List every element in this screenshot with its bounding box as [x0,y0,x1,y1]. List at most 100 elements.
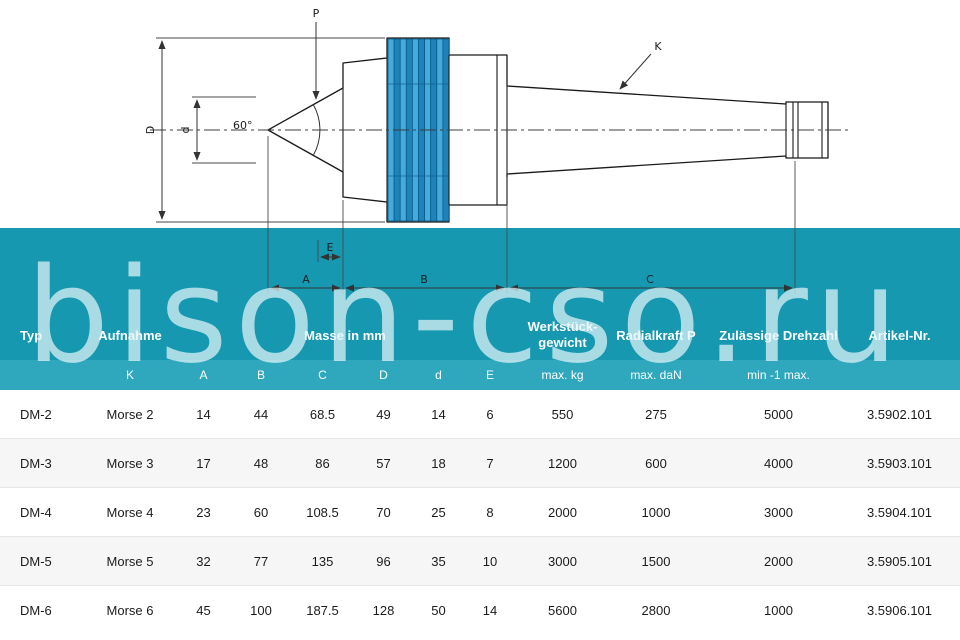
cell-b: 48 [253,455,269,471]
cell-drehzahl: 3000 [764,504,793,520]
cell-artikel: 3.5906.101 [866,602,933,618]
cell-aufnahme: Morse 3 [106,455,154,471]
subheader-cell-e: E [485,368,494,382]
cell-aufnahme: Morse 6 [106,602,154,618]
knurl-grip [387,38,450,222]
cell-e: 14 [482,602,498,618]
cell-max-kg: 5600 [548,602,577,618]
cell-artikel: 3.5904.101 [866,504,933,520]
spec-row-dm-5: DM-5 Morse 5 32 77 135 96 35 10 3000 150… [0,536,960,585]
cell-drehzahl: 5000 [764,406,793,422]
header-cell-werkstueckgewicht: Werkstück- gewicht [515,310,610,360]
cell-d-lower: 14 [431,406,446,422]
cell-c: 187.5 [306,602,339,618]
subheader-cell-max-kg: max. kg [541,368,584,382]
cell-b: 44 [253,406,269,422]
cell-d-upper: 57 [376,455,391,471]
table-subheader-row: K A B C D d E max. kg max. daN min -1 ma… [0,360,960,390]
cell-a: 45 [196,602,211,618]
cell-max-dan: 600 [645,455,667,471]
cell-e: 6 [486,406,494,422]
subheader-cell-b: B [256,368,265,382]
subheader-cell-d-lower: d [435,368,442,382]
header-cell-radialkraft: Radialkraft P [616,327,696,343]
cell-e: 7 [486,455,494,471]
cell-e: 8 [486,504,494,520]
cell-b: 60 [253,504,269,520]
live-center-outline [267,37,829,223]
cell-typ: DM-5 [20,553,52,569]
spec-row-dm-6: DM-6 Morse 6 45 100 187.5 128 50 14 5600… [0,585,960,634]
cell-drehzahl: 1000 [764,602,793,618]
header-werkstueck-line2: gewicht [538,335,587,350]
cell-typ: DM-6 [20,602,52,618]
cell-aufnahme: Morse 2 [106,406,154,422]
cell-artikel: 3.5905.101 [866,553,933,569]
table-body: DM-2 Morse 2 14 44 68.5 49 14 6 550 275 … [0,390,960,634]
cell-d-lower: 35 [431,553,446,569]
header-cell-drehzahl: Zulässige Drehzahl [719,327,838,343]
cell-d-lower: 50 [431,602,446,618]
cell-d-lower: 18 [431,455,446,471]
subheader-cell-min-max: min -1 max. [747,368,810,382]
cell-max-dan: 275 [645,406,667,422]
label-K: K [654,40,662,53]
cell-max-kg: 1200 [548,455,577,471]
cell-d-upper: 70 [376,504,391,520]
cell-drehzahl: 2000 [764,553,793,569]
spec-row-dm-3: DM-3 Morse 3 17 48 86 57 18 7 1200 600 4… [0,438,960,487]
cell-max-dan: 1500 [641,553,671,569]
cell-drehzahl: 4000 [764,455,793,471]
subheader-cell-max-dan: max. daN [630,368,682,382]
cell-max-kg: 2000 [548,504,577,520]
label-D: D [144,126,157,134]
subheader-cell-a: A [199,368,208,382]
subheader-cell-d-upper: D [379,368,388,382]
cell-b: 100 [250,602,272,618]
subheader-cell-empty-typ [0,360,85,390]
leader-K [619,53,652,90]
cell-max-dan: 2800 [641,602,671,618]
subheader-cell-c: C [318,368,327,382]
cell-d-lower: 25 [431,504,446,520]
header-cell-masse: Masse in mm [304,327,386,343]
cell-c: 68.5 [309,406,336,422]
cell-a: 32 [196,553,211,569]
cell-b: 77 [253,553,269,569]
cell-c: 86 [315,455,330,471]
cell-d-upper: 96 [376,553,391,569]
header-cell-artikel: Artikel-Nr. [868,327,931,343]
cell-a: 23 [196,504,211,520]
cell-typ: DM-2 [20,406,52,422]
spec-row-dm-2: DM-2 Morse 2 14 44 68.5 49 14 6 550 275 … [0,390,960,438]
cell-aufnahme: Morse 4 [106,504,154,520]
cell-max-kg: 550 [551,406,574,422]
cell-a: 14 [196,406,211,422]
body-edges [342,55,823,205]
subheader-cell-empty-artikel [855,360,960,390]
label-P: P [313,7,320,20]
header-werkstueck-line1: Werkstück- [527,318,598,334]
cell-d-upper: 49 [376,406,391,422]
cell-e: 10 [482,553,498,569]
cell-typ: DM-4 [20,504,52,520]
label-angle-60: 60° [233,119,253,132]
cell-a: 17 [196,455,211,471]
cell-c: 108.5 [306,504,339,520]
spec-row-dm-4: DM-4 Morse 4 23 60 108.5 70 25 8 2000 10… [0,487,960,536]
angle-arc [312,104,321,156]
cell-max-kg: 3000 [548,553,577,569]
header-cell-aufnahme: Aufnahme [98,327,162,343]
cell-aufnahme: Morse 5 [106,553,154,569]
cell-d-upper: 128 [372,602,395,618]
cell-c: 135 [311,553,334,569]
table-header-row: Typ Aufnahme Masse in mm Werkstück- gewi… [0,310,960,360]
cell-typ: DM-3 [20,455,52,471]
cell-max-dan: 1000 [641,504,671,520]
header-cell-typ: Typ [20,327,43,343]
table-header-band [0,228,960,310]
spec-table: Typ Aufnahme Masse in mm Werkstück- gewi… [0,310,960,634]
cell-artikel: 3.5902.101 [866,406,933,422]
label-d: d [179,127,192,134]
